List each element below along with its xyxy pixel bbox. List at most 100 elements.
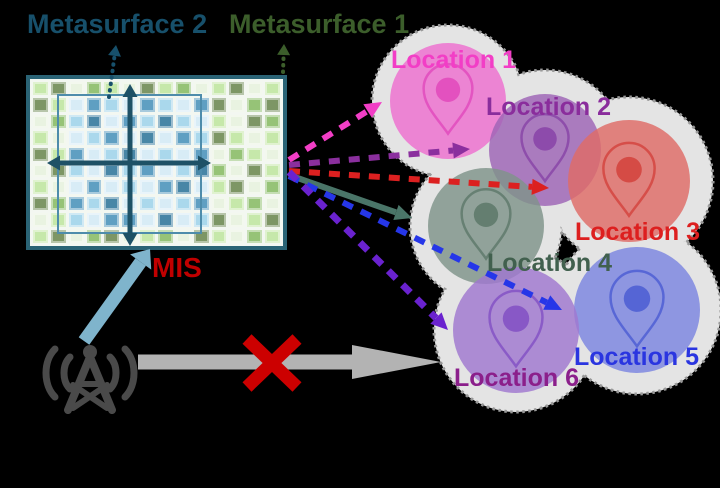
label-pointer-arrow-1-head xyxy=(108,45,121,57)
metasurface-cell xyxy=(211,114,227,129)
metasurface-cell xyxy=(33,114,48,129)
metasurface-cell xyxy=(175,82,191,96)
metasurface-cell xyxy=(104,82,120,96)
metasurface-cell xyxy=(86,147,102,161)
metasurface-cell xyxy=(104,180,120,194)
beam-arrow-location-5 xyxy=(287,173,549,306)
metasurface-cell xyxy=(86,213,102,227)
label-metasurface-1: Metasurface 1 xyxy=(229,9,410,39)
blocked-cross-icon xyxy=(242,334,302,392)
metasurface-cell xyxy=(265,213,280,227)
metasurface-cell xyxy=(229,147,245,161)
metasurface-cell xyxy=(211,180,227,194)
metasurface-cell xyxy=(265,163,280,178)
metasurface-cell xyxy=(68,147,84,161)
metasurface-cell xyxy=(140,163,155,178)
metasurface-cell xyxy=(157,82,173,96)
map-pin-icon xyxy=(520,112,570,184)
metasurface-cell xyxy=(265,196,280,211)
metasurface-cell xyxy=(86,114,102,129)
metasurface-cell xyxy=(175,98,191,112)
metasurface-cell xyxy=(104,147,120,161)
metasurface-cell xyxy=(247,180,263,194)
metasurface-cell xyxy=(211,213,227,227)
map-pin-icon xyxy=(488,289,544,369)
beam-arrow-location-1-head xyxy=(363,102,382,118)
metasurface-cell xyxy=(68,213,84,227)
metasurface-cell xyxy=(104,131,120,145)
map-pin-dot xyxy=(435,77,461,102)
metasurface-cell xyxy=(157,213,173,227)
label-location-5: Location 5 xyxy=(574,343,700,371)
metasurface-cell xyxy=(33,147,48,161)
metasurface-cell xyxy=(247,114,263,129)
metasurface-cell xyxy=(86,98,102,112)
map-pin-dot xyxy=(502,305,530,332)
metasurface-cell xyxy=(68,196,84,211)
metasurface-cell xyxy=(86,180,102,194)
metasurface-cell xyxy=(247,163,263,178)
label-location-3: Location 3 xyxy=(575,218,701,246)
metasurface-cell xyxy=(86,196,102,211)
metasurface-cell xyxy=(175,196,191,211)
metasurface-cell xyxy=(211,196,227,211)
map-pin-dot xyxy=(533,127,557,151)
label-location-6: Location 6 xyxy=(454,364,580,392)
metasurface-cell xyxy=(68,98,84,112)
metasurface-cell xyxy=(68,114,84,129)
metasurface-cell xyxy=(33,98,48,112)
metasurface-cell xyxy=(229,131,245,145)
metasurface-cell xyxy=(140,196,155,211)
metasurface-cell xyxy=(247,196,263,211)
metasurface-cell xyxy=(229,114,245,129)
antenna-tower-icon xyxy=(121,345,138,401)
metasurface-cell xyxy=(33,131,48,145)
metasurface-cell xyxy=(175,131,191,145)
metasurface-cell xyxy=(175,163,191,178)
metasurface-cell xyxy=(229,196,245,211)
map-pin-icon xyxy=(609,269,665,349)
feed-arrow xyxy=(78,258,146,345)
metasurface-cell xyxy=(265,98,280,112)
metasurface-cell xyxy=(229,180,245,194)
metasurface-cell xyxy=(140,147,155,161)
metasurface-cell xyxy=(33,180,48,194)
metasurface-cell xyxy=(229,213,245,227)
metasurface-cell xyxy=(157,180,173,194)
map-pin-dot xyxy=(616,156,642,183)
metasurface-cell xyxy=(104,196,120,211)
label-metasurface-2: Metasurface 2 xyxy=(27,9,208,39)
metasurface-cell xyxy=(33,213,48,227)
metasurface-cell xyxy=(193,82,209,96)
metasurface-cell xyxy=(265,131,280,145)
map-pin-icon xyxy=(460,188,512,261)
metasurface-cell xyxy=(86,131,102,145)
metasurface-cell xyxy=(50,82,66,96)
metasurface-cell xyxy=(86,163,102,178)
map-pin-icon xyxy=(422,63,474,136)
antenna-tower-icon xyxy=(70,382,110,411)
metasurface-cell xyxy=(68,131,84,145)
metasurface-cell xyxy=(140,98,155,112)
metasurface-cell xyxy=(247,131,263,145)
map-pin-dot xyxy=(623,285,651,312)
label-location-4: Location 4 xyxy=(487,249,613,277)
beam-arrow-location-6 xyxy=(286,169,439,321)
metasurface-cell xyxy=(104,163,120,178)
metasurface-cell xyxy=(211,131,227,145)
metasurface-cell xyxy=(265,180,280,194)
beam-arrow-location-2 xyxy=(288,147,454,168)
antenna-tower-icon xyxy=(106,353,120,393)
label-pointer-arrow-2 xyxy=(281,52,286,74)
metasurface-cell xyxy=(68,180,84,194)
feed-arrow-head xyxy=(130,249,152,270)
metasurface-cell xyxy=(175,180,191,194)
antenna-tower-icon xyxy=(60,353,74,393)
metasurface-cell xyxy=(86,82,102,96)
beam-arrow-location-6-head xyxy=(430,312,448,330)
metasurface-cell xyxy=(157,114,173,129)
metasurface-cell xyxy=(68,163,84,178)
metasurface-cell xyxy=(247,82,263,96)
